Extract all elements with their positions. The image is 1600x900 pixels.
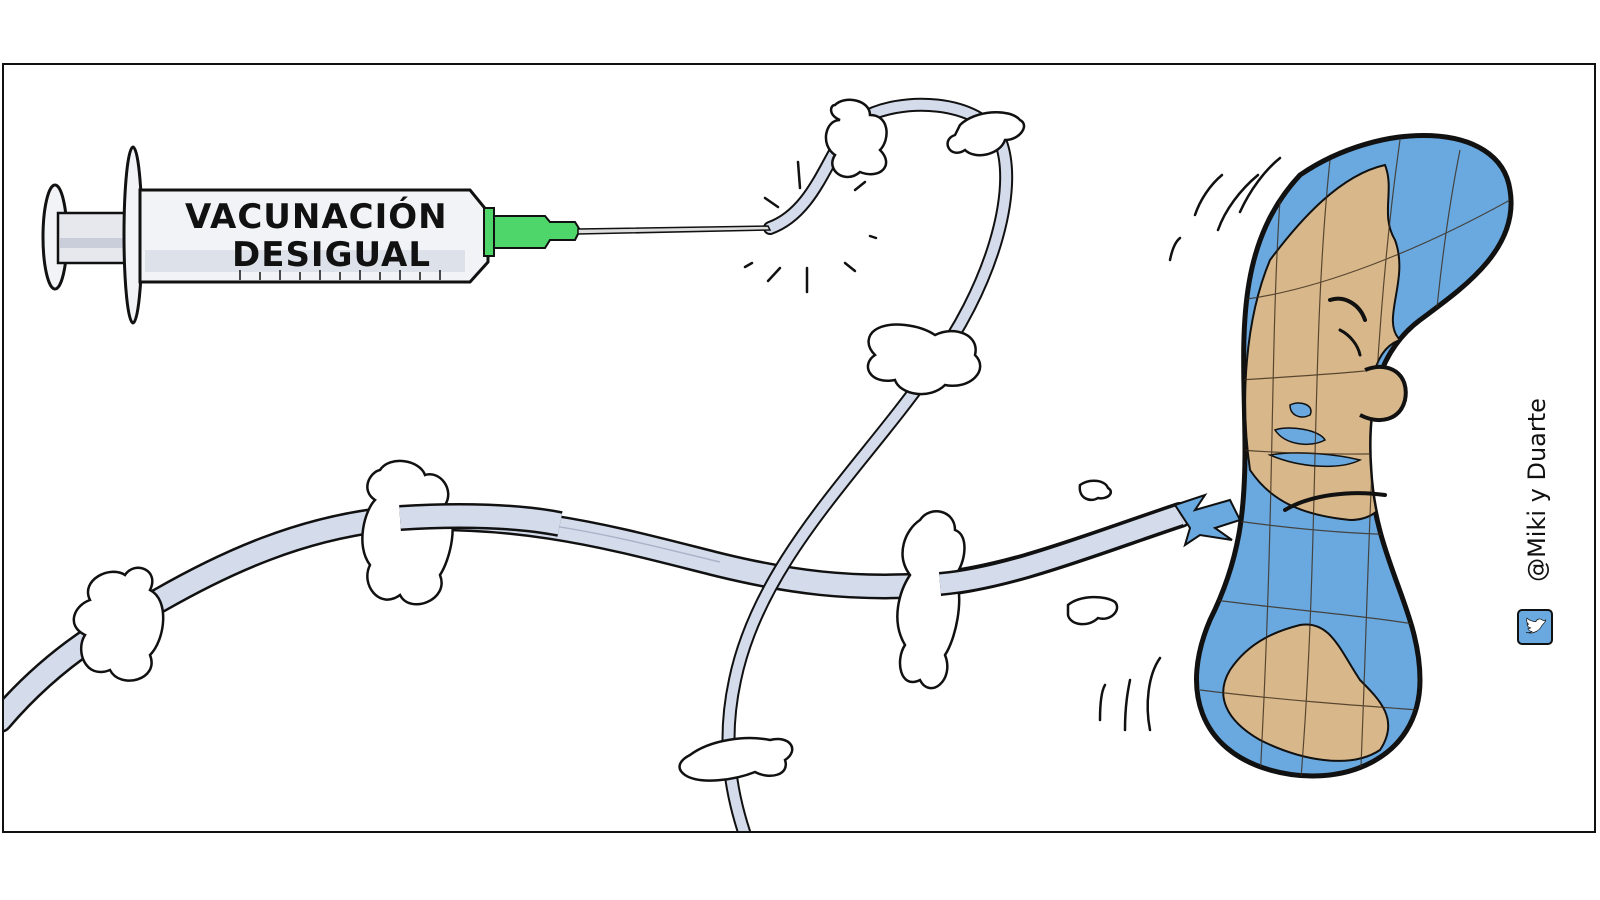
cloud (72, 566, 165, 682)
cloud (824, 98, 888, 179)
syringe-label-line1: VACUNACIÓN (185, 196, 448, 237)
needle-hub (483, 207, 495, 257)
cloud (1078, 479, 1113, 502)
globe-brow (1328, 296, 1367, 322)
globe (1173, 132, 1514, 779)
land-south (1222, 623, 1390, 762)
cloud (896, 510, 966, 690)
splash (1173, 493, 1242, 548)
signature-text: @Miki y Duarte (1523, 398, 1551, 582)
artist-signature: @Miki y Duarte (1512, 375, 1562, 605)
cloud (361, 459, 454, 606)
twitter-icon (1517, 609, 1553, 645)
globe-eye (1338, 328, 1362, 357)
cloud (946, 110, 1026, 157)
cloud (678, 736, 794, 782)
impact-sparks (743, 160, 878, 294)
clouds (72, 98, 1119, 782)
globe-nose (1359, 364, 1408, 422)
needle (577, 225, 772, 235)
syringe: VACUNACIÓN DESIGUAL (41, 145, 772, 325)
cloud (1066, 595, 1119, 626)
syringe-label-line2: DESIGUAL (232, 235, 431, 275)
cloud (866, 323, 982, 396)
motion-lines (1098, 156, 1282, 732)
globe-mouth (1283, 491, 1387, 512)
